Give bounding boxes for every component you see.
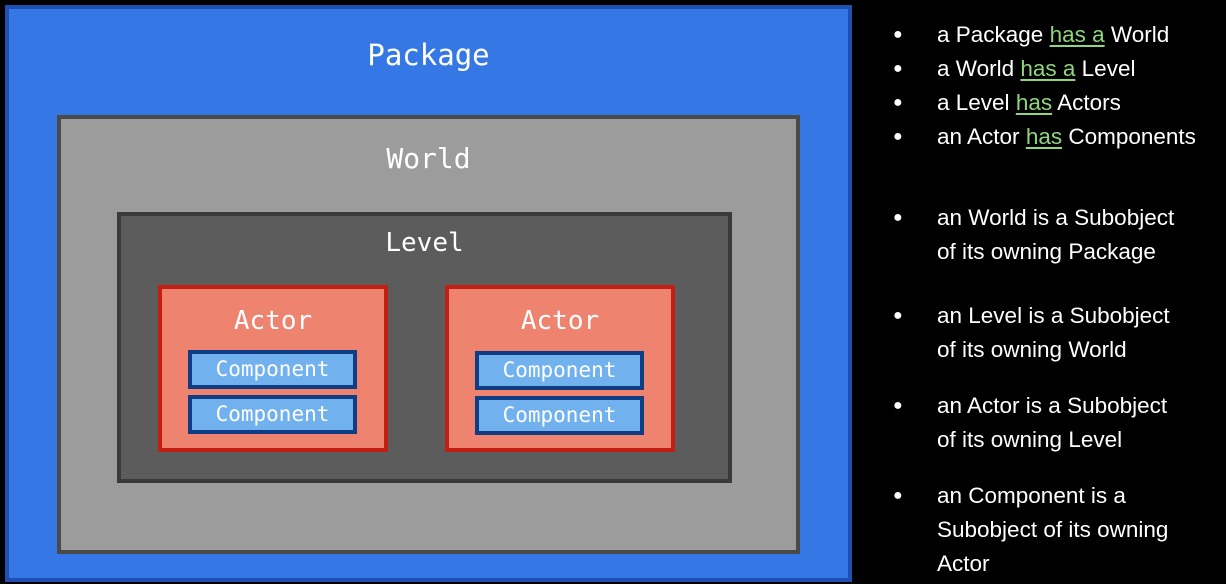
note-link: has a (1049, 22, 1105, 47)
note-text: a Level (937, 90, 1016, 115)
note-text: Components (1062, 124, 1196, 149)
note-text: of its owning World (937, 337, 1127, 362)
note-text: World (1104, 22, 1170, 47)
bullet-icon: ● (893, 128, 903, 145)
package-label: Package (367, 38, 490, 72)
bullet-icon: ● (893, 60, 903, 77)
note-text: Actor (937, 551, 990, 576)
note-link: has (1025, 124, 1063, 149)
world-label: World (386, 142, 471, 175)
level-label: Level (385, 228, 464, 258)
note-text: Actors (1052, 90, 1121, 115)
bullet-icon: ● (893, 26, 903, 43)
note-text: of its owning Level (937, 427, 1123, 452)
bullet-icon: ● (893, 307, 903, 324)
actor-label-1: Actor (233, 306, 313, 336)
note-text: of its owning Package (937, 239, 1156, 264)
note-text: Subobject of its owning (937, 517, 1169, 542)
note-text: an Component is a (937, 483, 1126, 508)
component-box-2-1: Component (475, 351, 644, 390)
bullet-icon: ● (893, 397, 903, 414)
bullet-icon: ● (893, 487, 903, 504)
actor-label-2: Actor (520, 306, 600, 336)
note-link: has a (1020, 56, 1076, 81)
note-text: an Actor (937, 124, 1026, 149)
bullet-icon: ● (893, 209, 903, 226)
component-box-1-2: Component (188, 395, 357, 434)
note-text: an World is a Subobject (937, 205, 1175, 230)
note-text: an Actor is a Subobject (937, 393, 1168, 418)
component-box-1-1: Component (188, 350, 357, 389)
note-link: has (1015, 90, 1053, 115)
component-box-2-2: Component (475, 396, 644, 435)
bullet-icon: ● (893, 94, 903, 111)
note-text: a Package (937, 22, 1050, 47)
note-text: a World (937, 56, 1021, 81)
note-text: Level (1075, 56, 1136, 81)
note-text: an Level is a Subobject (937, 303, 1170, 328)
